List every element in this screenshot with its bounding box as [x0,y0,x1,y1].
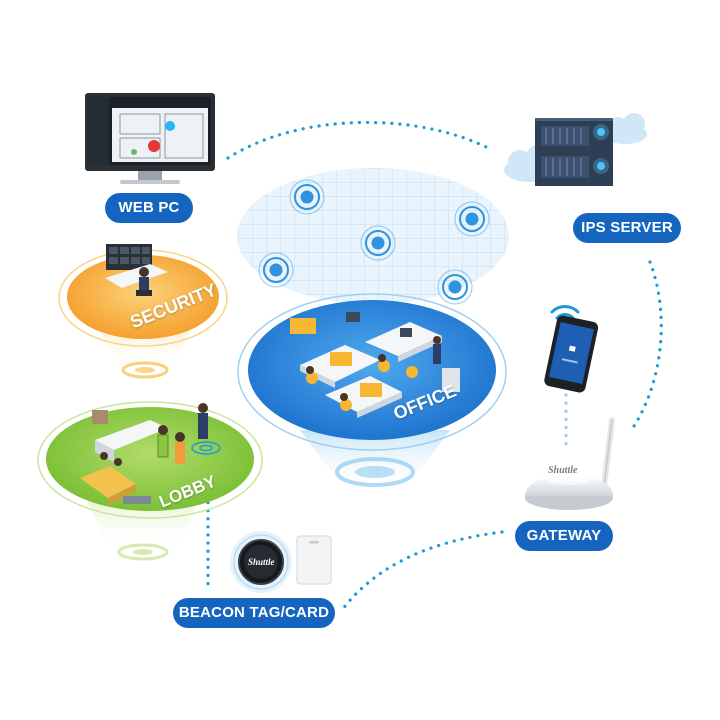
security-zone [58,244,228,379]
web-pc [85,93,215,184]
smartphone-icon [544,315,599,393]
coverage-grid [237,168,509,305]
gateway-device [525,417,615,510]
connection-links [206,120,663,612]
security-desk [105,244,168,296]
gateway-brand-logo: Shuttle [548,465,578,476]
lobby-zone [37,401,263,561]
lobby-furniture [80,403,208,506]
label-beacon-tag-card: BEACON TAG/CARD [173,598,335,628]
ips-server [504,113,647,186]
office-zone [237,293,507,490]
link-webpc-server [226,120,494,160]
label-ips-server: IPS SERVER [573,213,681,243]
beacons [230,531,332,593]
link-server-gateway [628,260,663,434]
label-web-pc: WEB PC [105,193,193,223]
link-gateway-beacon [340,530,504,612]
smartphone [544,305,599,393]
gateway-device-icon [525,471,613,510]
beacon-tag-brand-logo: Shuttle [248,557,275,567]
beacon-tag-icon [238,539,284,585]
office-furniture [290,312,460,418]
beacon-signal-icon [258,179,490,305]
server-rack-icon [535,118,613,186]
beacon-card-icon [296,535,332,585]
label-gateway: GATEWAY [515,521,613,551]
